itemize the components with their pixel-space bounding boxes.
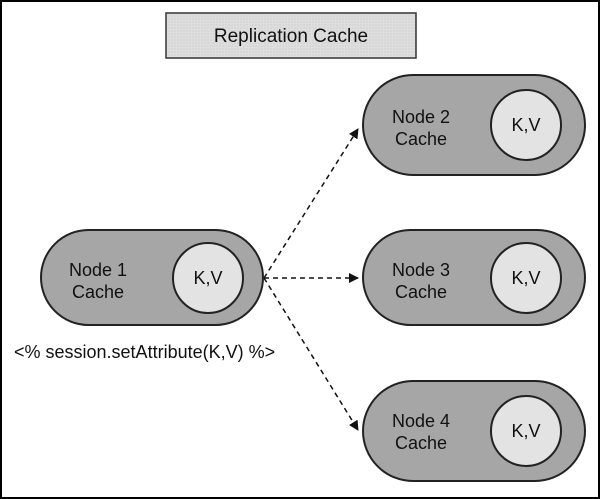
title-box: Replication Cache	[165, 12, 417, 59]
node-2-title: Node 2	[392, 107, 450, 127]
replica-node-2: Node 2 Cache K,V	[362, 74, 586, 176]
code-snippet: <% session.setAttribute(K,V) %>	[14, 342, 275, 362]
node-3-title: Node 3	[392, 260, 450, 280]
node-2-entry-label: K,V	[511, 115, 540, 135]
node-4-cache-label: Cache	[395, 433, 447, 453]
node-4-entry-circle	[490, 395, 562, 467]
node-4-entry-label: K,V	[511, 421, 540, 441]
node-2-entry-circle	[490, 89, 562, 161]
replication-arrow-node-4	[263, 277, 359, 431]
node-3-cache-label: Cache	[395, 282, 447, 302]
diagram-title: Replication Cache	[214, 26, 368, 47]
replication-arrows	[263, 128, 359, 431]
node-2-cache-label: Cache	[395, 129, 447, 149]
node-1-title: Node 1	[69, 260, 127, 280]
replication-arrow-node-2	[263, 128, 359, 279]
replica-node-4: Node 4 Cache K,V	[362, 380, 586, 482]
title-box-shape	[165, 12, 417, 59]
replica-node-3: Node 3 Cache K,V	[362, 229, 586, 326]
source-node: Node 1 Cache K,V	[40, 229, 264, 326]
node-3-entry-label: K,V	[511, 268, 540, 288]
node-4-title: Node 4	[392, 411, 450, 431]
node-1-entry-circle	[172, 242, 244, 314]
node-3-entry-circle	[490, 242, 562, 314]
node-1-cache-label: Cache	[72, 282, 124, 302]
node-1-entry-label: K,V	[193, 268, 222, 288]
